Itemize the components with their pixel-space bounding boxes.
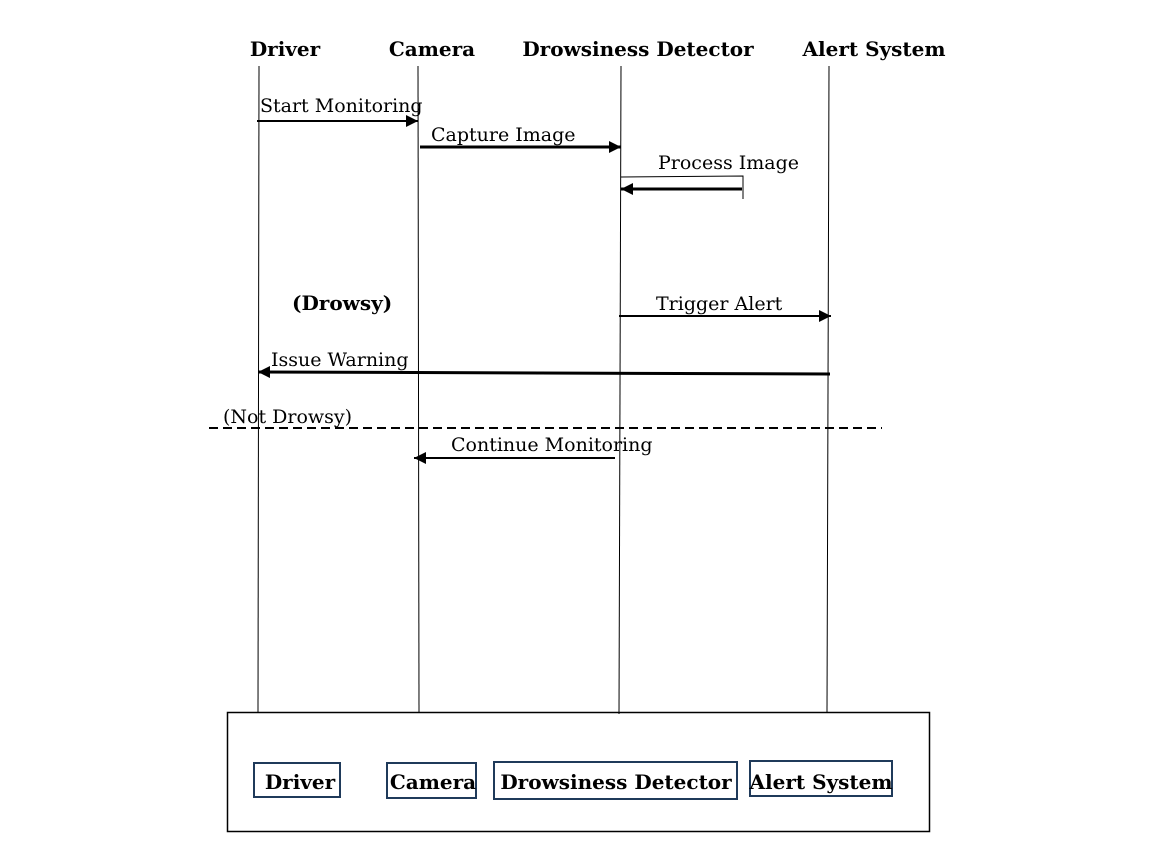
footer-frame <box>226 711 931 833</box>
footer-box-alert <box>749 760 893 797</box>
lifeline-alert <box>826 65 830 713</box>
header-label-camera: Camera <box>389 37 475 61</box>
header-label-driver: Driver <box>250 37 321 61</box>
message-label-issue-warning: Issue Warning <box>271 349 409 371</box>
lifeline-camera <box>417 65 420 713</box>
footer-label-driver: Driver <box>265 770 336 794</box>
footer-label-camera: Camera <box>390 770 476 794</box>
footer-label-detector: Drowsiness Detector <box>500 770 732 794</box>
message-label-start-monitoring: Start Monitoring <box>260 95 423 117</box>
guard-not-drowsy: (Not Drowsy) <box>223 406 352 428</box>
self-call-frame-process-image <box>620 175 744 199</box>
header-label-alert: Alert System <box>801 37 945 61</box>
header-label-detector: Drowsiness Detector <box>522 37 754 61</box>
message-label-trigger-alert: Trigger Alert <box>656 293 783 315</box>
message-label-process-image: Process Image <box>658 152 799 174</box>
message-label-continue-monitoring: Continue Monitoring <box>451 434 653 456</box>
footer-box-camera <box>386 762 477 799</box>
guard-drowsy: (Drowsy) <box>292 291 392 315</box>
footer-label-alert: Alert System <box>748 770 892 794</box>
lifeline-detector <box>618 65 622 715</box>
footer-box-detector <box>493 761 738 800</box>
message-arrow-issue-warning <box>257 366 831 379</box>
lifeline-driver <box>257 65 260 713</box>
footer-box-driver <box>253 762 341 798</box>
message-label-capture-image: Capture Image <box>431 124 576 146</box>
